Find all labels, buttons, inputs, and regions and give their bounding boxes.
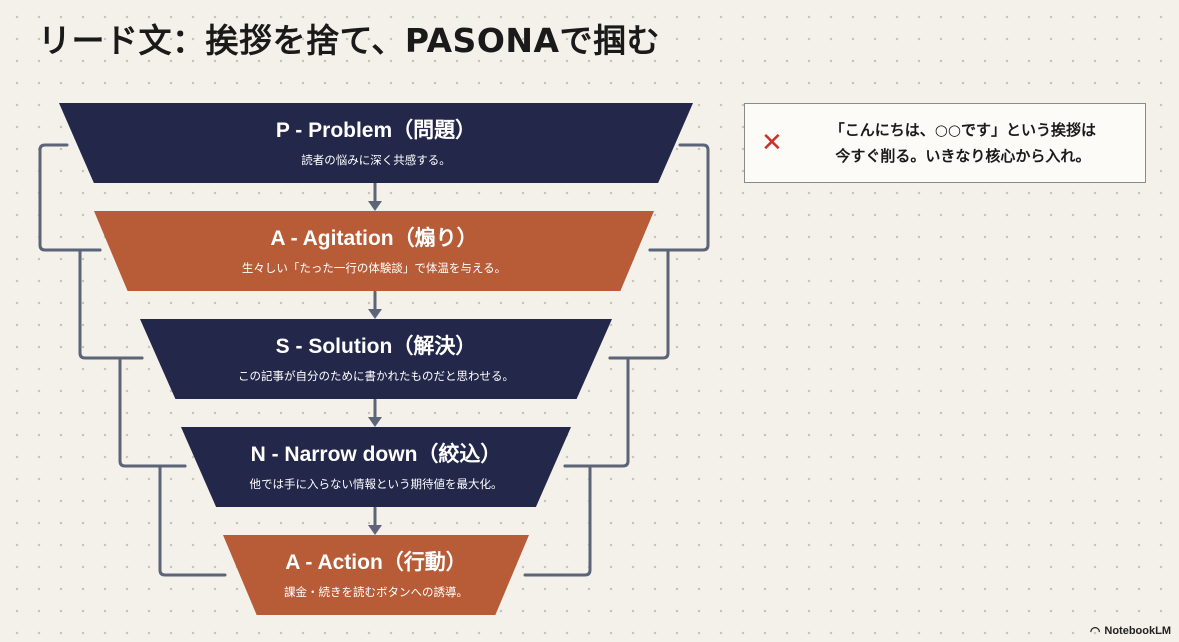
loop-connector-4 — [158, 464, 227, 577]
stage-title: S - Solution（解決） — [275, 335, 477, 359]
down-arrow-head-3 — [368, 417, 382, 427]
stage-title: N - Narrow down（絞込） — [250, 443, 502, 467]
stage-description: 読者の悩みに深く共感する。 — [301, 152, 451, 167]
stage-agitation: A - Agitation（煽り） 生々しい「たった一行の体験談」で体温を与える… — [94, 211, 654, 291]
notebooklm-icon: ◠ — [1089, 624, 1101, 638]
down-arrow-head-4 — [368, 525, 382, 535]
stage-description: 他では手に入らない情報という期待値を最大化。 — [249, 476, 503, 491]
warning-note-line: 「こんにちは、○○です」という挨拶は — [829, 120, 1096, 139]
stage-solution: S - Solution（解決） この記事が自分のために書かれたものだと思わせる… — [140, 319, 612, 399]
stage-description: 生々しい「たった一行の体験談」で体温を与える。 — [241, 260, 507, 275]
loop-connector-2-right — [608, 248, 670, 360]
stage-action: A - Action（行動） 課金・続きを読むボタンへの誘導。 — [223, 535, 529, 615]
notebooklm-logo: ◠ NotebookLM — [1090, 624, 1171, 638]
cross-icon: ✕ — [761, 128, 783, 158]
stage-problem: P - Problem（問題） 読者の悩みに深く共感する。 — [59, 103, 693, 183]
stage-narrow-down: N - Narrow down（絞込） 他では手に入らない情報という期待値を最大… — [181, 427, 571, 507]
stage-title: A - Action（行動） — [285, 551, 467, 575]
loop-connector-2 — [78, 248, 144, 360]
stage-description: 課金・続きを読むボタンへの誘導。 — [284, 584, 468, 599]
down-arrow-head-2 — [368, 309, 382, 319]
stage-description: この記事が自分のために書かれたものだと思わせる。 — [238, 368, 514, 383]
loop-connector-4-right — [523, 464, 592, 577]
warning-note-line: 今すぐ削る。いきなり核心から入れ。 — [835, 147, 1091, 165]
loop-connector-3-right — [563, 356, 630, 468]
stage-title: A - Agitation（煽り） — [270, 227, 478, 251]
warning-note: ✕ 「こんにちは、○○です」という挨拶は 今すぐ削る。いきなり核心から入れ。 — [744, 103, 1146, 183]
down-arrow-head-1 — [368, 201, 382, 211]
loop-connector-1 — [38, 143, 102, 252]
loop-connector-1-right — [648, 143, 710, 252]
page-title: リード文：挨拶を捨て、PASONAで掴む — [38, 21, 661, 60]
warning-note-text: 「こんにちは、○○です」という挨拶は 今すぐ削る。いきなり核心から入れ。 — [797, 117, 1129, 170]
stage-title: P - Problem（問題） — [275, 119, 477, 143]
logo-text: NotebookLM — [1104, 625, 1171, 637]
loop-connector-3 — [118, 356, 187, 468]
